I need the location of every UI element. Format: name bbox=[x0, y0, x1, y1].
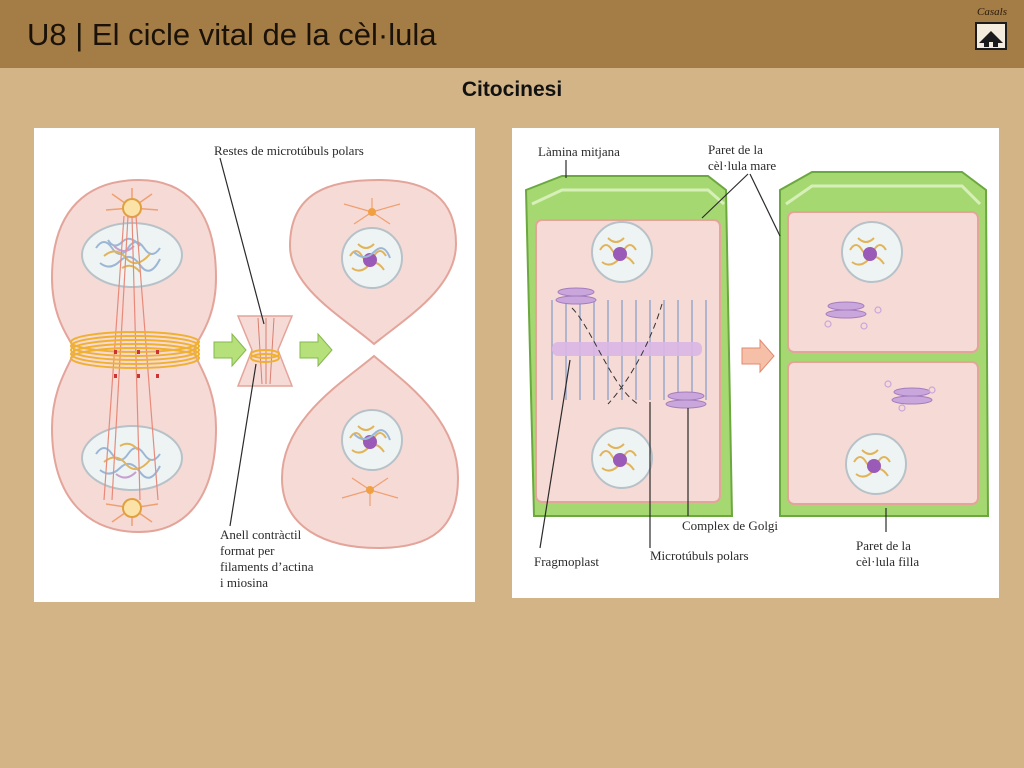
arrow-right-1 bbox=[213, 332, 247, 368]
label-contractile-ring-4: i miosina bbox=[220, 575, 268, 590]
label-contractile-ring-2: format per bbox=[220, 543, 275, 558]
arrow-right-2 bbox=[299, 332, 333, 368]
contractile-ring bbox=[70, 331, 200, 369]
cell-plate bbox=[552, 342, 702, 356]
daughter-cell-bottom bbox=[787, 361, 979, 505]
brand-logo: Casals bbox=[977, 6, 1007, 18]
label-phragmoplast: Fragmoplast bbox=[534, 554, 599, 569]
home-icon[interactable] bbox=[975, 22, 1007, 50]
label-mother-wall-2: cèl·lula mare bbox=[708, 158, 776, 173]
header-bar: U8 | El cicle vital de la cèl·lula Casal… bbox=[0, 0, 1024, 68]
label-contractile-ring-1: Anell contràctil bbox=[220, 527, 302, 542]
label-golgi: Complex de Golgi bbox=[682, 518, 778, 533]
label-mother-wall-1: Paret de la bbox=[708, 142, 763, 157]
label-middle-lamella: Làmina mitjana bbox=[538, 144, 620, 159]
plant-cytokinesis-diagram: Làmina mitjana Paret de la cèl·lula mare… bbox=[512, 128, 999, 598]
nucleus-bottom bbox=[81, 425, 183, 491]
label-daughter-wall-2: cèl·lula filla bbox=[856, 554, 919, 569]
label-contractile-ring-3: filaments d’actina bbox=[220, 559, 314, 574]
label-polar-microtubules: Microtúbuls polars bbox=[650, 548, 749, 563]
animal-cytokinesis-diagram: Restes de microtúbuls polars Anell contr… bbox=[34, 128, 475, 602]
arrow-right-plant bbox=[741, 338, 775, 374]
golgi-stack bbox=[555, 287, 707, 409]
label-daughter-wall-1: Paret de la bbox=[856, 538, 911, 553]
label-microtubule-remnants: Restes de microtúbuls polars bbox=[214, 143, 364, 158]
page-title: U8 | El cicle vital de la cèl·lula bbox=[27, 17, 437, 52]
slide-subtitle: Citocinesi bbox=[461, 78, 563, 101]
